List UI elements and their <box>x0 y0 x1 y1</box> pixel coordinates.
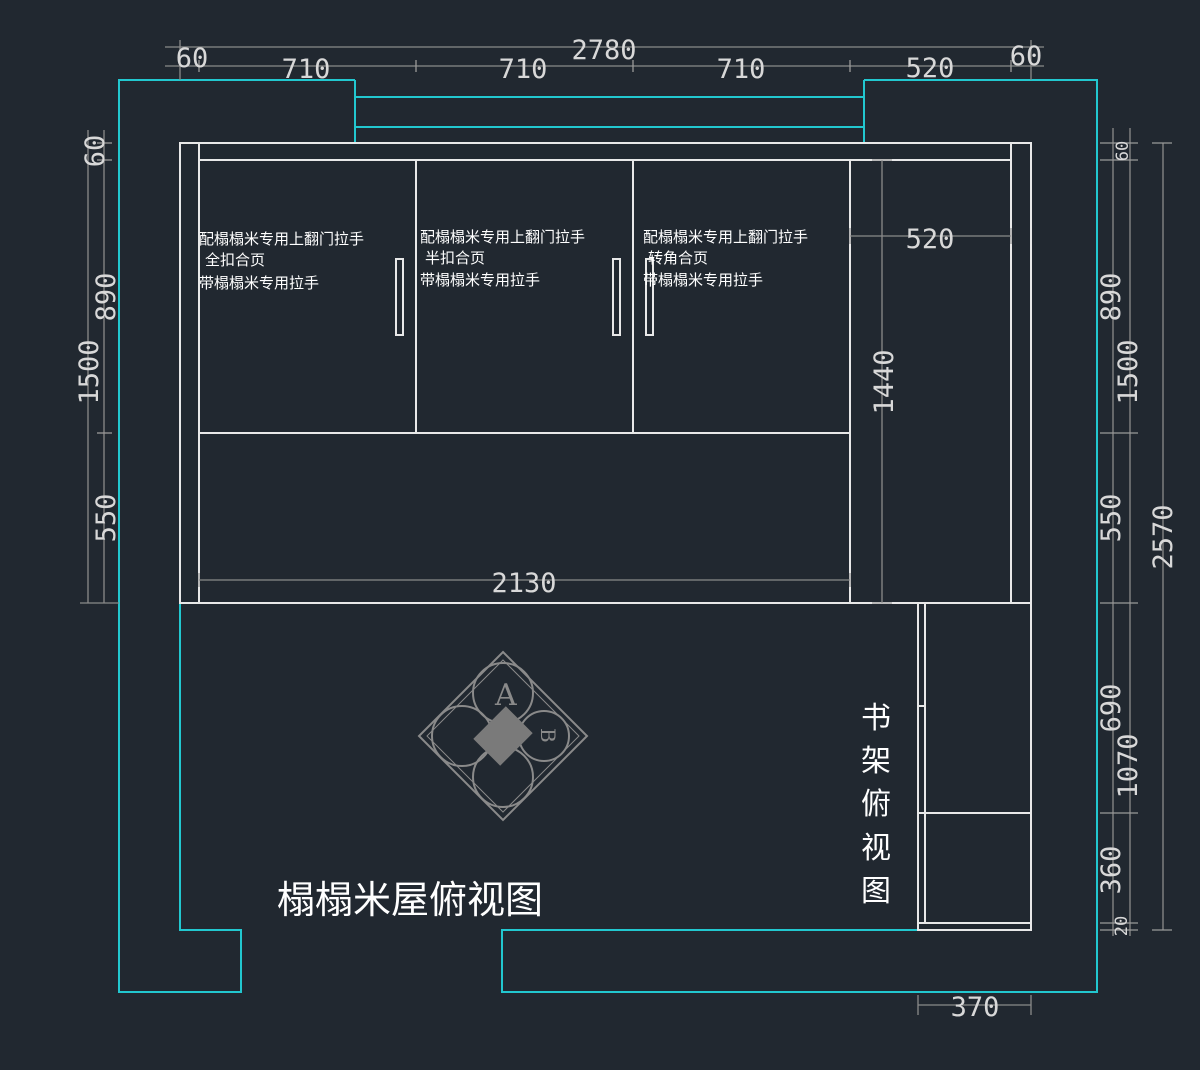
dimension-texts: 2780 60 710 710 710 520 60 60 890 1500 5… <box>74 35 1179 1023</box>
bookshelf-title-char-5: 图 <box>861 874 891 909</box>
note-1-line-1: 配榻榻米专用上翻门拉手 <box>199 230 364 248</box>
note-3-line-2: 转角合页 <box>648 249 708 267</box>
dim-top-6: 60 <box>1010 41 1043 72</box>
dim-left-2: 890 <box>91 273 122 322</box>
handle-2 <box>612 258 621 336</box>
note-1-line-2: 全扣合页 <box>205 251 265 269</box>
bookshelf-title-char-1: 书 <box>861 701 891 736</box>
tatami-platform-outline <box>179 142 1032 604</box>
bookshelf-title-char-4: 视 <box>861 831 891 866</box>
dim-right-2: 890 <box>1096 273 1127 322</box>
lift-table-symbol: A B <box>417 650 589 822</box>
handle-1 <box>395 258 404 336</box>
dim-top-3: 710 <box>499 54 548 85</box>
dim-right-5: 690 <box>1096 684 1127 733</box>
dim-left-4: 550 <box>91 494 122 543</box>
note-1-line-3: 带榻榻米专用拉手 <box>199 274 319 292</box>
note-3-line-1: 配榻榻米专用上翻门拉手 <box>643 228 808 246</box>
dimension-lines <box>80 40 1172 1015</box>
lift-table-letter-b: B <box>536 728 560 743</box>
dim-top-2: 710 <box>282 54 331 85</box>
dim-right-1: 60 <box>1113 141 1133 161</box>
dim-right-4: 550 <box>1096 494 1127 543</box>
dim-inner-height: 1440 <box>869 349 900 414</box>
dim-top-1: 60 <box>176 43 209 74</box>
dim-right-3: 1500 <box>1113 339 1144 404</box>
dim-right-overall: 2570 <box>1148 504 1179 569</box>
note-2-line-2: 半扣合页 <box>425 249 485 267</box>
cabinet-notes: 配榻榻米专用上翻门拉手 全扣合页 带榻榻米专用拉手 配榻榻米专用上翻门拉手 半扣… <box>199 228 808 292</box>
dim-top-5: 520 <box>906 53 955 84</box>
note-3-line-3: 带榻榻米专用拉手 <box>643 271 763 289</box>
cabinetry <box>179 142 1032 931</box>
dim-right-7: 360 <box>1096 846 1127 895</box>
lift-table-letter-a: A <box>494 678 517 713</box>
dim-inner-width: 2130 <box>491 568 556 599</box>
dim-left-3: 1500 <box>74 339 105 404</box>
bookshelf-title-char-2: 架 <box>861 744 891 779</box>
dim-right-6: 1070 <box>1113 733 1144 798</box>
drawing-title: 榻榻米屋俯视图 <box>277 878 543 922</box>
dim-right-8: 20 <box>1112 916 1132 936</box>
dim-bookshelf-depth: 370 <box>951 992 1000 1023</box>
window <box>354 80 865 143</box>
dim-wardrobe-depth: 520 <box>906 224 955 255</box>
dim-top-overall: 2780 <box>571 35 636 66</box>
bookshelf-title-char-3: 俯 <box>861 787 891 822</box>
bookshelf-title: 书 架 俯 视 图 <box>861 701 891 909</box>
room-walls <box>118 79 1098 993</box>
note-2-line-1: 配榻榻米专用上翻门拉手 <box>420 228 585 246</box>
wall-outer-right <box>501 79 1098 993</box>
wall-outer-left <box>118 79 355 993</box>
bookshelf <box>917 602 1032 931</box>
dim-left-1: 60 <box>80 135 111 168</box>
handle-3 <box>645 258 654 336</box>
note-2-line-3: 带榻榻米专用拉手 <box>420 271 540 289</box>
dim-top-4: 710 <box>717 54 766 85</box>
